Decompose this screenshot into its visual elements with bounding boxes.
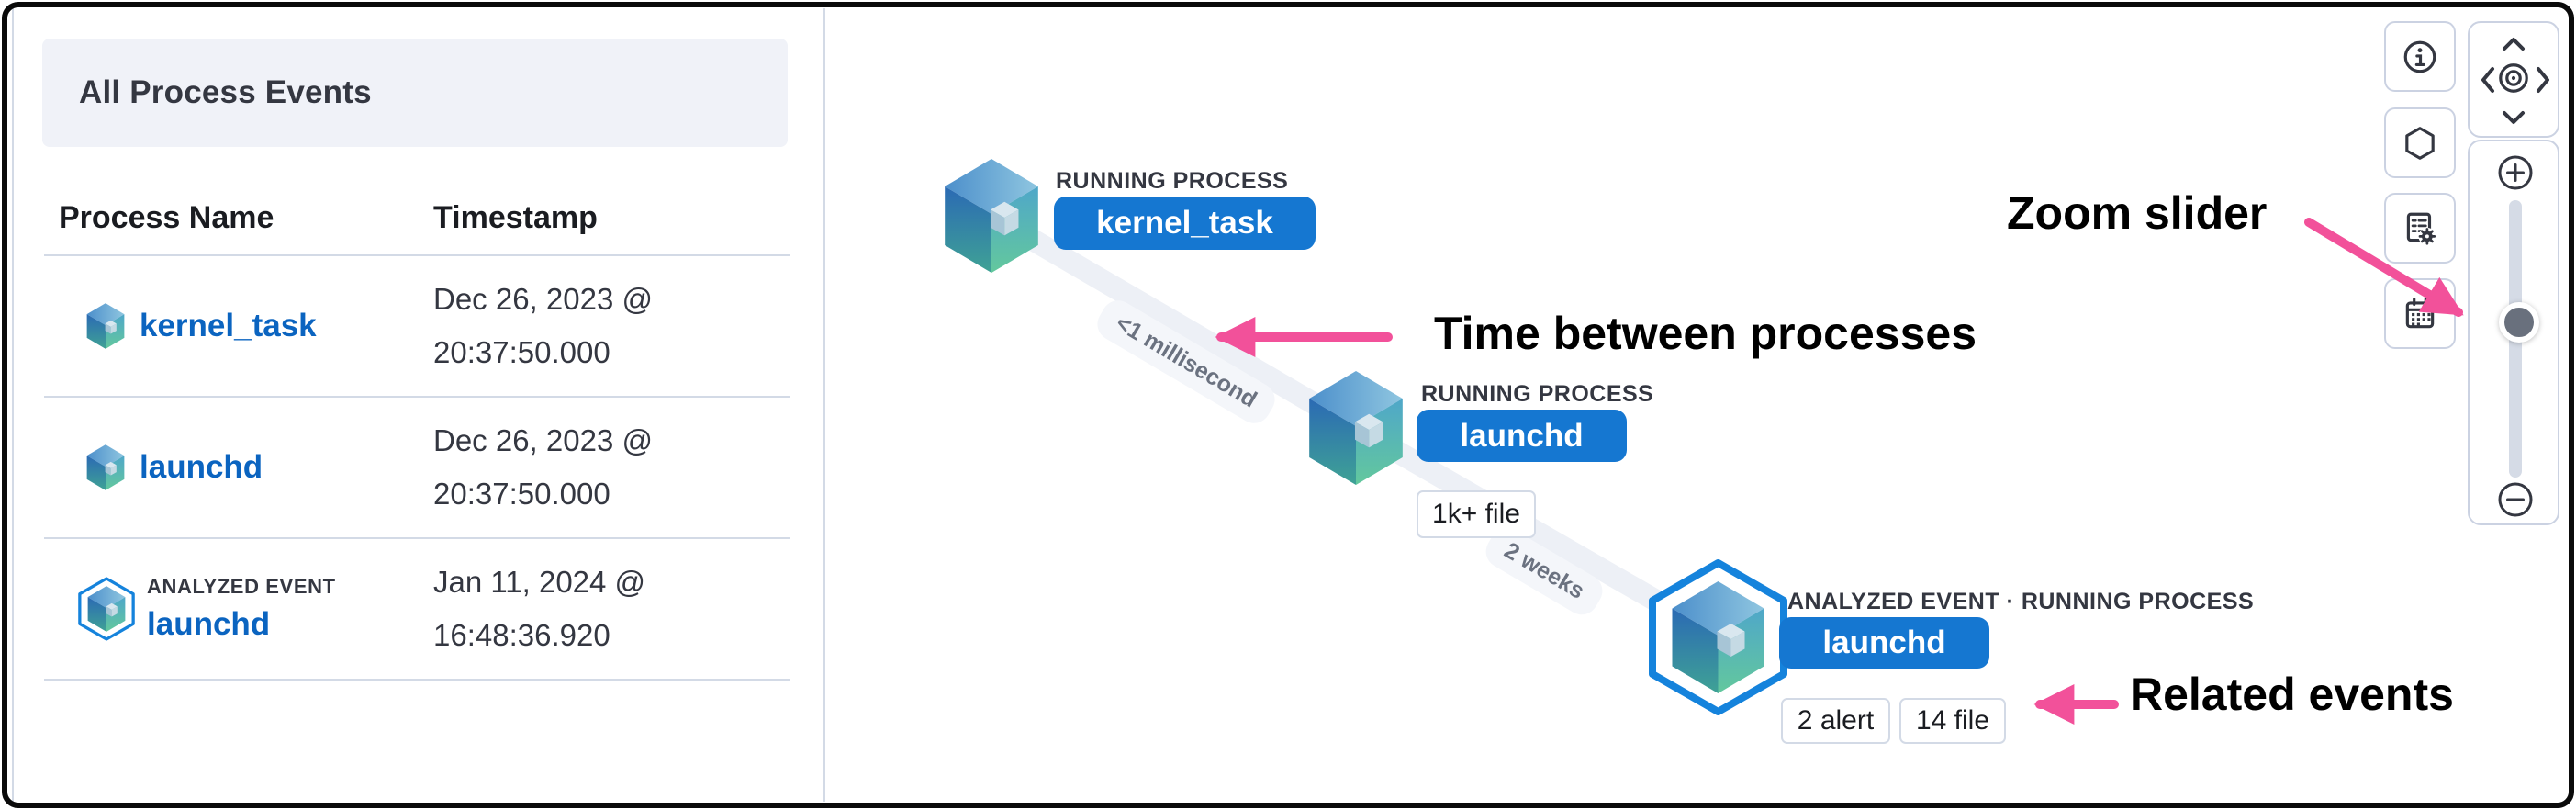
table-row: kernel_task Dec 26, 2023 @ 20:37:50.000 (44, 256, 790, 398)
chevron-down-icon (2503, 111, 2525, 124)
zoom-slider-control (2468, 140, 2559, 525)
timestamp-cell: Dec 26, 2023 @ 20:37:50.000 (433, 282, 653, 369)
chevron-right-icon (2537, 67, 2549, 93)
process-link[interactable]: launchd (147, 606, 271, 642)
pan-center-button[interactable] (2497, 62, 2530, 95)
process-link[interactable]: launchd (140, 449, 263, 485)
schema-settings-icon (2406, 212, 2436, 245)
table-row: ANALYZED EVENT launchd Jan 11, 2024 @ 16… (44, 539, 790, 681)
annotation-time-between-processes: Time between processes (1434, 308, 1977, 359)
timestamp-cell: Jan 11, 2024 @ 16:48:36.920 (433, 565, 646, 652)
related-events-badge[interactable]: 2 alert (1781, 698, 1890, 744)
pan-control (2468, 21, 2559, 138)
analyzed-event-label: ANALYZED EVENT (147, 575, 336, 598)
process-link[interactable]: kernel_task (140, 308, 317, 343)
related-events-badge[interactable]: 1k+ file (1417, 490, 1536, 538)
annotation-zoom-slider: Zoom slider (2007, 187, 2268, 239)
node-type-label: RUNNING PROCESS (1056, 168, 1289, 194)
process-node-cube[interactable] (1305, 371, 1406, 485)
events-panel-header[interactable]: All Process Events (42, 39, 788, 147)
column-header-process-name: Process Name (59, 200, 274, 235)
process-name-pill[interactable]: launchd (1417, 410, 1627, 462)
analyzed-event-cube-icon (77, 576, 136, 642)
process-name-pill[interactable]: launchd (1779, 617, 1989, 669)
panel-left-border (12, 8, 14, 802)
column-header-timestamp: Timestamp (433, 200, 598, 235)
process-name-pill[interactable]: kernel_task (1054, 197, 1316, 250)
zoom-slider-thumb[interactable] (2499, 302, 2539, 343)
events-panel-title: All Process Events (79, 74, 372, 110)
date-picker-button[interactable] (2384, 278, 2456, 349)
analyzed-event-node-cube[interactable] (1646, 557, 1790, 718)
calendar-icon (2405, 297, 2435, 328)
plus-icon (2498, 155, 2533, 190)
process-node-cube[interactable] (941, 159, 1042, 273)
pan-down-button[interactable] (2497, 101, 2530, 134)
zoom-in-button[interactable] (2495, 152, 2536, 193)
minus-icon (2498, 482, 2533, 517)
schema-legend-button[interactable] (2384, 107, 2456, 178)
table-row: launchd Dec 26, 2023 @ 20:37:50.000 (44, 398, 790, 539)
center-camera-icon (2499, 63, 2528, 93)
process-cube-icon (86, 303, 125, 349)
node-type-label: ANALYZED EVENT · RUNNING PROCESS (1787, 589, 2255, 614)
hexagon-icon (2405, 126, 2435, 160)
pan-right-button[interactable] (2526, 63, 2559, 96)
chevron-left-icon (2481, 67, 2494, 93)
process-events-table: Process Name Timestamp kernel_task Dec 2… (44, 200, 790, 681)
node-legend-button[interactable] (2384, 21, 2456, 92)
schema-settings-button[interactable] (2384, 193, 2456, 264)
edge-duration-label: <1 millisecond (1091, 294, 1282, 430)
annotation-related-events: Related events (2130, 669, 2454, 720)
pan-up-button[interactable] (2497, 28, 2530, 61)
zoom-out-button[interactable] (2495, 479, 2536, 520)
info-icon (2403, 40, 2436, 73)
process-cube-icon (86, 444, 125, 490)
chevron-up-icon (2503, 38, 2525, 51)
node-type-label: RUNNING PROCESS (1421, 381, 1654, 407)
pan-left-button[interactable] (2471, 63, 2504, 96)
panel-divider[interactable] (823, 8, 825, 802)
related-events-badge[interactable]: 14 file (1899, 698, 2006, 744)
timestamp-cell: Dec 26, 2023 @ 20:37:50.000 (433, 423, 653, 511)
table-header-row: Process Name Timestamp (44, 200, 790, 256)
